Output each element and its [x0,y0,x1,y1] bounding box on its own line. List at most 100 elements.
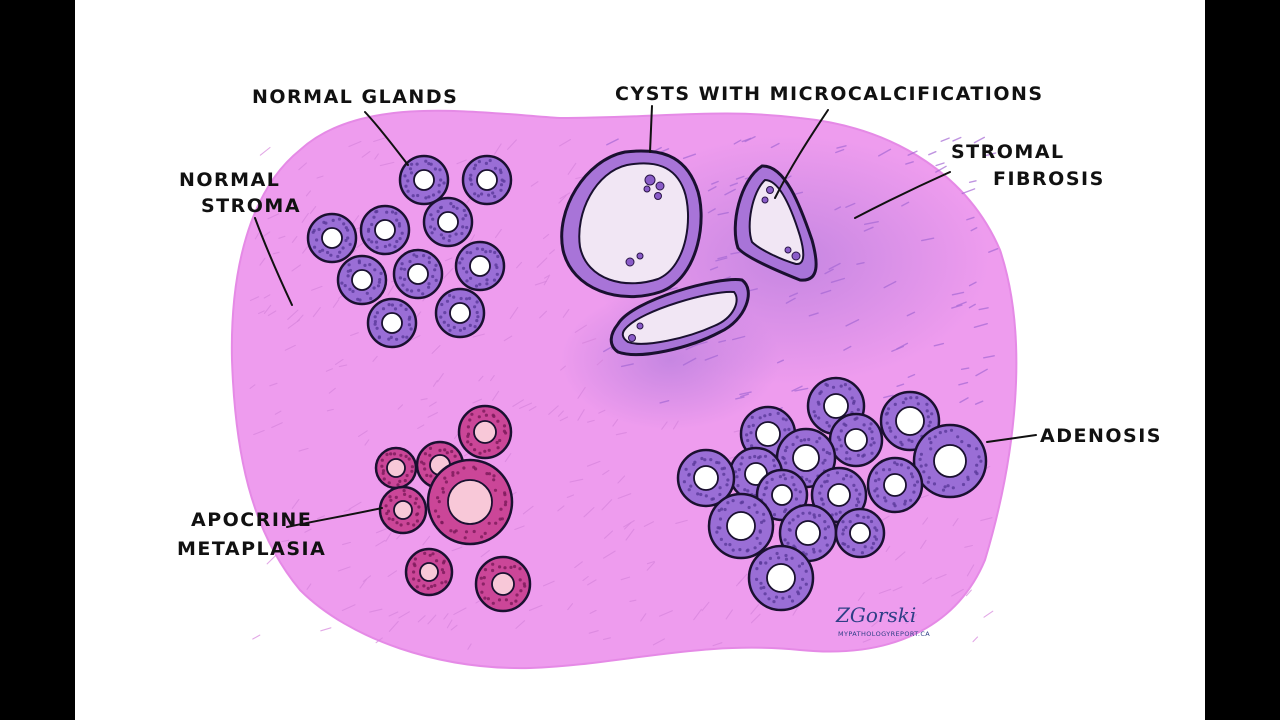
stroma-fiber [507,139,517,150]
stroma-fiber [254,232,260,240]
stroma-fiber [961,188,976,195]
stroma-fiber [589,609,597,614]
stroma-fiber [739,391,752,396]
stroma-fiber [515,620,526,629]
stroma-fiber [588,630,599,634]
stroma-fiber [643,521,654,527]
stroma-fiber [863,226,874,232]
apocrine-metaplasia-group [374,404,532,613]
stroma-fiber [685,343,698,351]
stroma-fiber [542,233,550,240]
stroma-fiber [905,161,914,165]
stroma-fiber [503,335,513,342]
leader-cysts-large [649,105,653,153]
stroma-fiber [983,355,995,359]
stroma-fiber [587,579,597,586]
stroma-fiber [623,520,635,528]
stroma-fiber [274,410,282,415]
stroma-fiber [824,268,834,275]
stroma-fiber [973,323,988,328]
stroma-fiber [695,341,708,346]
stroma-fiber [905,614,918,625]
stroma-fiber [320,627,332,632]
stroma-fiber [952,518,959,527]
cyst-large [560,149,703,299]
stroma-fiber [437,373,444,383]
stroma-fiber [451,546,463,552]
stroma-fiber [750,613,761,624]
stroma-fiber [959,397,969,404]
stroma-fiber [446,619,453,629]
stroma-fiber [729,182,738,187]
stroma-fiber [443,613,449,620]
stroma-fiber [659,610,673,617]
stroma-fiber [388,620,399,632]
stroma-fiber [359,578,367,589]
stroma-fiber [456,159,467,165]
label-cysts: CYSTS WITH MICROCALCIFICATIONS [615,83,1044,105]
stroma-fiber [830,277,845,284]
stroma-fiber [661,421,668,430]
stroma-fiber [624,522,632,530]
stroma-fiber [302,244,310,254]
right-black-bar [1205,0,1280,720]
stroma-fiber [646,560,655,565]
stroma-fiber [429,401,437,407]
apocrine-gland [426,458,514,546]
normal-gland [366,297,418,349]
stroma-fiber [972,636,979,643]
stroma-fiber [785,297,796,304]
stroma-fiber [422,535,431,546]
stroma-fiber [845,319,860,327]
stroma-fiber [617,475,626,484]
stroma-fiber [267,213,280,220]
stroma-fiber [267,310,277,317]
stroma-fiber [304,528,312,533]
normal-gland [422,196,474,248]
stroma-fiber [281,539,290,543]
normal-glands-group [306,154,513,349]
leader-normal-glands [364,111,409,166]
apocrine-gland [474,555,532,613]
label-normal-glands: NORMAL GLANDS [252,86,458,108]
stroma-fiber [566,494,575,498]
stroma-fiber [509,306,519,320]
stroma-fiber [558,195,567,204]
stroma-fiber [562,308,570,318]
stroma-fiber [602,469,610,476]
stroma-fiber [863,220,879,226]
stroma-fiber [965,589,972,597]
stroma-fiber [311,285,323,291]
stroma-fiber [432,379,438,387]
stroma-fiber [316,515,326,520]
stroma-fiber [362,575,372,582]
stroma-fiber [928,150,937,156]
stroma-fiber [417,424,425,429]
stroma-fiber [582,575,589,582]
normal-gland [434,287,486,339]
stroma-fiber [361,150,371,158]
stroma-fiber [715,257,728,262]
stroma-fiber [620,363,634,368]
stroma-fiber [326,408,334,412]
stroma-fiber [640,613,647,622]
stroma-fiber [472,333,485,338]
stroma-fiber [883,394,894,399]
stroma-fiber [337,566,351,572]
stroma-fiber [271,422,283,429]
stroma-fiber [862,638,871,643]
stroma-fiber [397,404,404,410]
adenosis-gland [828,412,884,468]
stroma-fiber [978,307,989,311]
normal-gland [306,212,358,264]
stroma-fiber [845,202,856,208]
stroma-fiber [375,637,383,644]
stroma-fiber [249,384,256,390]
stroma-fiber [964,544,973,548]
adenosis-gland [912,423,988,499]
stroma-fiber [291,235,298,243]
stroma-fiber [379,161,395,167]
stroma-fiber [659,148,670,153]
normal-gland [336,254,388,306]
stroma-fiber [543,274,551,279]
